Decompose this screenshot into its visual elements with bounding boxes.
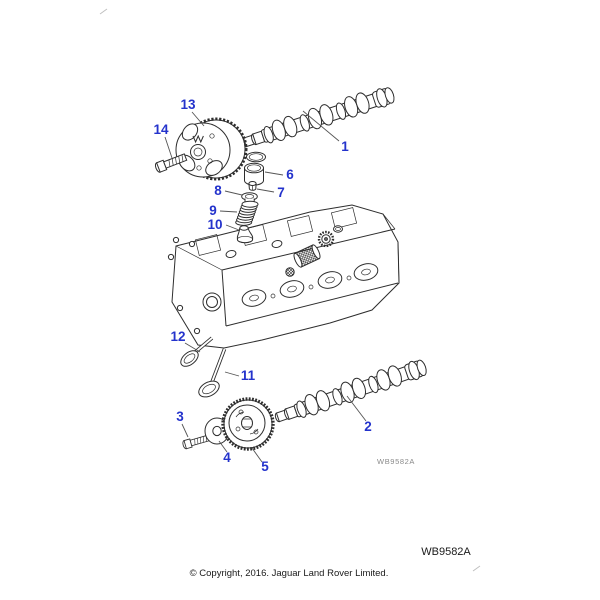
installed-valve-spring <box>293 244 321 268</box>
footer-drawing-code: WB9582A <box>421 546 471 558</box>
valve-long-drawing <box>198 348 227 398</box>
crop-mark-top-left <box>99 8 108 15</box>
callout-label-11: 11 <box>241 368 256 383</box>
callout-label-1: 1 <box>341 139 349 154</box>
leader-line-4 <box>218 440 228 453</box>
valve-short-drawing <box>180 336 214 367</box>
cylinder-head-drawing <box>167 204 400 349</box>
callout-label-8: 8 <box>214 183 222 198</box>
leader-line-3 <box>181 423 189 438</box>
callout-label-5: 5 <box>261 459 269 474</box>
camshaft-sprocket-drawing <box>221 397 275 451</box>
combustion-chambers <box>241 263 379 307</box>
tappet-ring-drawing <box>246 151 266 163</box>
callout-label-3: 3 <box>176 409 184 424</box>
inline-drawing-code: WB9582A <box>377 457 415 466</box>
leader-line-11 <box>224 371 240 377</box>
leader-line-2 <box>346 395 367 422</box>
tone-wheel <box>317 230 335 248</box>
leader-line-13 <box>191 111 205 127</box>
callout-label-13: 13 <box>180 97 196 112</box>
callout-label-4: 4 <box>223 450 231 465</box>
leader-line-9 <box>219 210 238 213</box>
collet-drawing <box>248 181 257 191</box>
leader-line-5 <box>251 447 263 463</box>
leader-line-10 <box>225 224 240 231</box>
leader-line-1 <box>302 110 340 142</box>
callout-label-7: 7 <box>277 185 285 200</box>
leader-line-7 <box>256 188 275 193</box>
valve-stem-seal-drawing <box>236 225 254 244</box>
callout-label-9: 9 <box>209 203 217 218</box>
callout-label-2: 2 <box>364 419 372 434</box>
oil-cap <box>333 225 343 233</box>
camshaft-upper-drawing <box>238 82 397 153</box>
leader-line-6 <box>264 171 284 176</box>
copyright-text: © Copyright, 2016. Jaguar Land Rover Lim… <box>190 568 389 579</box>
stud <box>285 267 295 277</box>
camshaft-lower-drawing <box>271 355 429 428</box>
callout-label-12: 12 <box>170 329 185 344</box>
crop-mark-bottom-right <box>472 565 481 572</box>
valve-spring-drawing <box>235 200 259 226</box>
leader-line-14 <box>164 136 173 159</box>
callout-label-14: 14 <box>153 122 169 137</box>
vvt-sprocket-drawing <box>175 117 248 181</box>
callout-label-10: 10 <box>207 217 222 232</box>
leader-line-12 <box>184 342 201 353</box>
leader-line-8 <box>224 190 243 196</box>
callout-label-6: 6 <box>286 167 294 182</box>
